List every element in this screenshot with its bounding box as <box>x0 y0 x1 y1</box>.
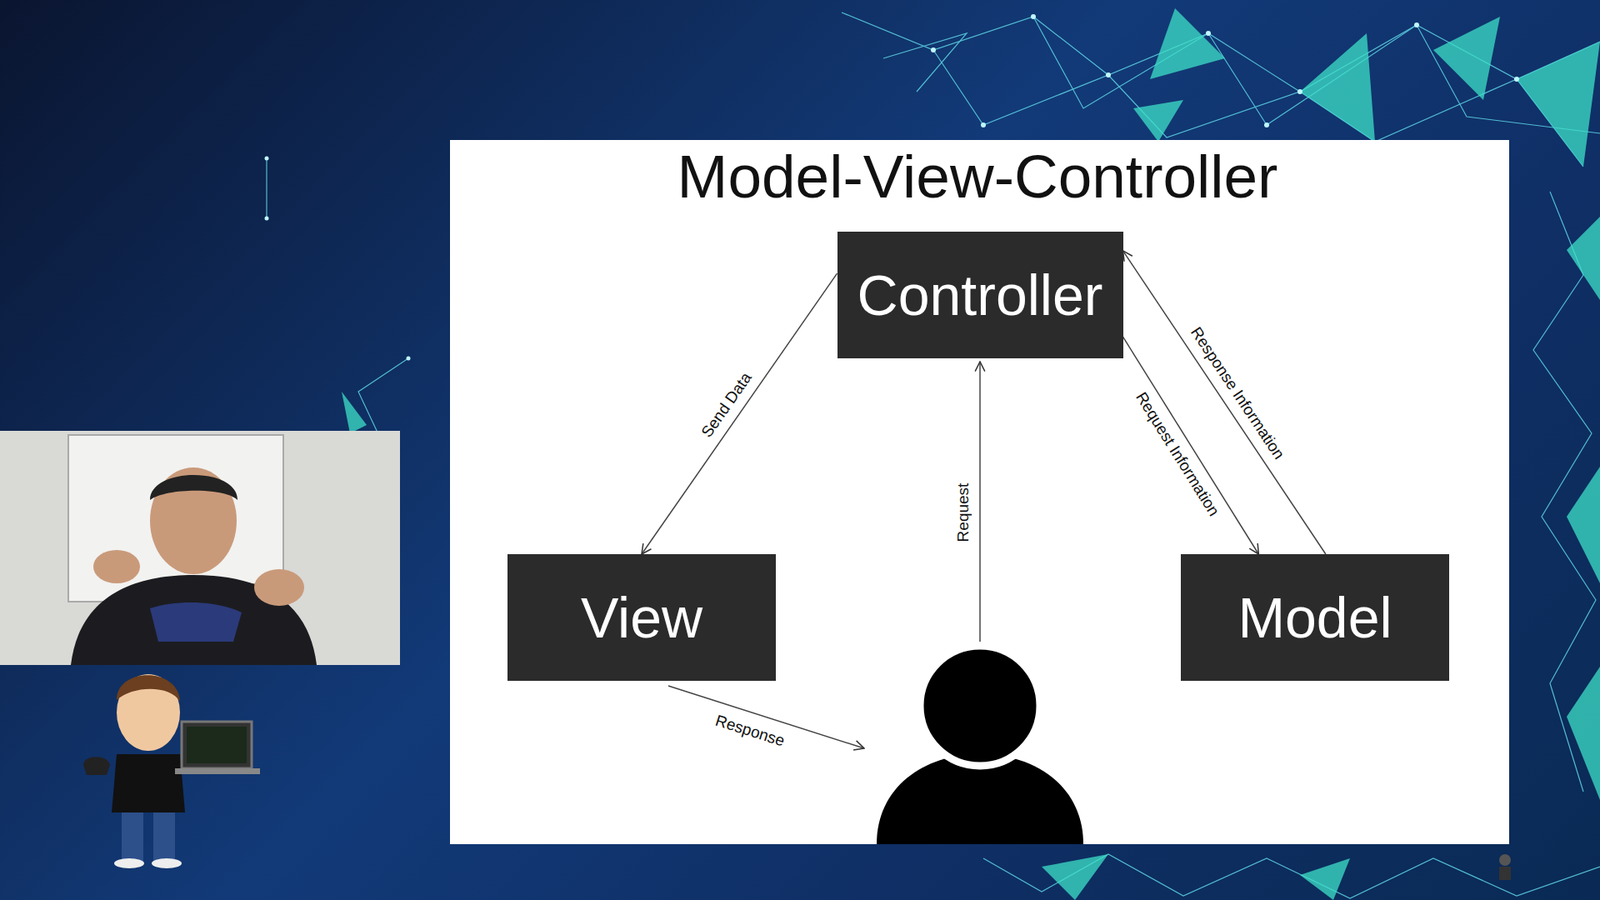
process-box: View <box>507 554 776 681</box>
user-head <box>920 645 1040 766</box>
process-box: Controller <box>837 231 1124 359</box>
corner-icon <box>1499 854 1511 880</box>
slide-panel <box>450 140 1510 845</box>
user-icon <box>876 645 1084 845</box>
network-facets <box>341 8 1600 900</box>
diagram-title: Model-View-Controller <box>677 143 1279 210</box>
process-box: Model <box>1180 554 1450 681</box>
cartoon-mascot <box>83 674 260 869</box>
connector-arrow <box>641 273 838 555</box>
box-label: Controller <box>857 264 1104 327</box>
connector-label: Response Information <box>1185 321 1290 465</box>
connector-arrow <box>1123 250 1326 555</box>
network-pattern <box>266 12 1600 899</box>
request-arrow <box>979 361 981 642</box>
box-label: View <box>580 586 703 650</box>
connector-label: Send Data <box>695 366 757 443</box>
webcam-frame <box>0 430 400 665</box>
box-label: Model <box>1237 586 1392 650</box>
connector-arrow <box>1123 336 1260 555</box>
connector-label: Request Information <box>1130 386 1225 522</box>
arrow-label: Request <box>954 480 973 545</box>
arrow-label: Response <box>710 710 790 751</box>
